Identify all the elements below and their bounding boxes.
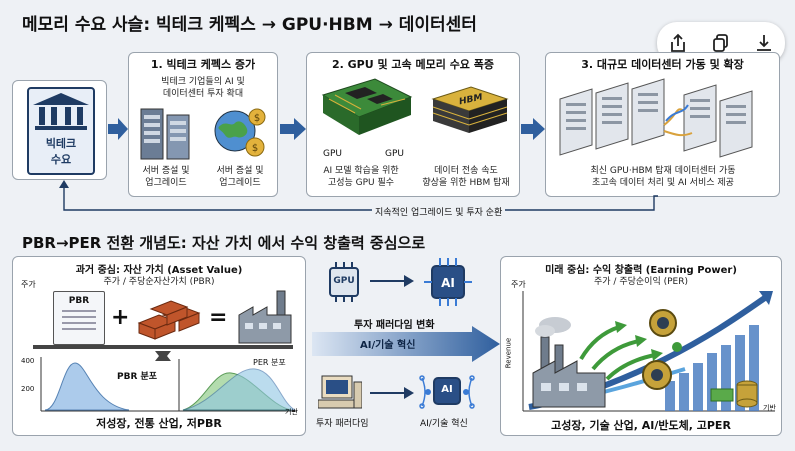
server-rack-icon — [140, 108, 190, 160]
past-x-label: 기반 — [285, 408, 298, 416]
flow-arrow-3 — [521, 118, 545, 140]
chip-arrow-top — [370, 275, 414, 287]
per-dist-label: PER 분포 — [253, 358, 286, 367]
step3-desc: 최신 GPU·HBM 탑재 데이터센터 가동 초고속 데이터 처리 및 AI 서… — [590, 166, 736, 188]
gpu-label-a: GPU — [323, 149, 342, 159]
step3-panel: 3. 대규모 데이터센터 가동 및 확장 최신 GPU·HBM 탑재 데이터센터… — [545, 52, 780, 197]
step2-header: 2. GPU 및 고속 메모리 수요 폭증 — [331, 58, 495, 71]
share-icon[interactable] — [664, 29, 692, 57]
future-x-label: 기반 — [763, 404, 776, 412]
equals-sign: = — [209, 305, 228, 330]
future-footer: 고성장, 기술 산업, AI/반도체, 고PER — [551, 419, 731, 432]
step1-item-left: 서버 증설 및 업그레이드 — [142, 166, 190, 188]
past-title: 과거 중심: 자산 가치 (Asset Value) — [75, 265, 243, 276]
download-icon[interactable] — [750, 29, 778, 57]
future-y-label: 주가 — [511, 280, 526, 289]
loop-arrow — [59, 180, 658, 211]
step1-desc: 빅테크 기업들의 AI 및 데이터센터 투자 확대 — [161, 77, 245, 99]
past-footer: 저성장, 전통 산업, 저PBR — [96, 417, 222, 430]
gpu-chip-icon — [329, 262, 359, 302]
ai-chip-top-icon — [424, 258, 472, 306]
step1-item-right: 서버 증설 및 업그레이드 — [216, 166, 264, 188]
top-title: 메모리 수요 사슬: 빅테크 케펙스 → GPU·HBM → 데이터센터 — [22, 15, 477, 35]
demand-label: 빅테크 수요 — [45, 137, 77, 166]
gpu-chip-label: GPU — [333, 276, 355, 286]
future-title: 미래 중심: 수익 창출력 (Earning Power) — [545, 265, 737, 276]
bottom-title: PBR→PER 전환 개념도: 자산 가치 에서 수익 창출력 중심으로 — [22, 234, 426, 252]
loop-label: 지속적인 업그레이드 및 투자 순환 — [372, 205, 506, 218]
paradigm-label-left: 투자 패러다임 — [316, 419, 369, 429]
pbr-document: PBR — [53, 291, 105, 345]
svg-text:$: $ — [254, 113, 260, 124]
ai-chip-bottom-label: AI — [441, 384, 453, 395]
seesaw-icon — [33, 345, 293, 361]
computer-icon — [318, 375, 362, 409]
growth-chart — [522, 291, 775, 412]
pbr-doc-label: PBR — [68, 296, 90, 306]
flow-arrow-2 — [280, 118, 306, 140]
plus-sign: + — [111, 305, 130, 330]
distribution-chart — [40, 357, 297, 412]
demand-panel: 빅테크 수요 — [12, 80, 107, 180]
hbm-chip-icon — [431, 86, 509, 133]
chip-arrow-bottom — [370, 387, 414, 399]
future-panel: 미래 중심: 수익 창출력 (Earning Power) 주가 / 주당순이익… — [500, 256, 782, 436]
ai-chip-bottom-icon — [419, 375, 475, 409]
y-tick-400: 400 — [21, 357, 35, 365]
flow-arrow-1 — [108, 118, 128, 140]
ai-chip-top-label: AI — [441, 276, 455, 290]
bricks-icon — [137, 300, 201, 340]
gpu-label-b: GPU — [385, 149, 404, 159]
step3-header: 3. 대규모 데이터센터 가동 및 확장 — [581, 58, 744, 71]
future-y-axis-label: Revenue — [504, 337, 513, 369]
globe-coin-icon: $ $ — [214, 108, 266, 157]
past-panel: 과거 중심: 자산 가치 (Asset Value) 주가 / 주당순자산가치 … — [12, 256, 306, 436]
step1-header: 1. 빅테크 케펙스 증가 — [150, 58, 256, 71]
paradigm-label-right: AI/기술 혁신 — [420, 419, 468, 429]
future-subtitle: 주가 / 주당순이익 (PER) — [594, 277, 688, 287]
step2-desc-left: AI 모델 학습을 위한 고성능 GPU 필수 — [323, 166, 399, 188]
step2-desc-right: 데이터 전송 속도 향상을 위한 HBM 탑재 — [422, 166, 510, 188]
paradigm-arrow — [312, 326, 500, 362]
gpu-board-icon — [321, 78, 413, 135]
factory-icon — [238, 290, 292, 344]
y-tick-200: 200 — [21, 385, 35, 393]
paradigm-arrow-label: AI/기술 혁신 — [360, 340, 416, 351]
datacenter-icon — [559, 78, 753, 158]
pbr-dist-label: PBR 분포 — [117, 372, 158, 382]
step2-panel: 2. GPU 및 고속 메모리 수요 폭증 GPU GPU HBM AI 모델 … — [306, 52, 520, 197]
svg-text:$: $ — [252, 143, 258, 154]
shift-label: 투자 패러다임 변화 — [354, 320, 435, 331]
step1-panel: 1. 빅테크 케펙스 증가 빅테크 기업들의 AI 및 데이터센터 투자 확대 … — [128, 52, 278, 197]
copy-icon[interactable] — [707, 29, 735, 57]
past-subtitle: 주가 / 주당순자산가치 (PBR) — [103, 277, 215, 287]
past-y-label: 주가 — [21, 280, 36, 289]
bank-icon: 빅테크 수요 — [27, 87, 95, 175]
